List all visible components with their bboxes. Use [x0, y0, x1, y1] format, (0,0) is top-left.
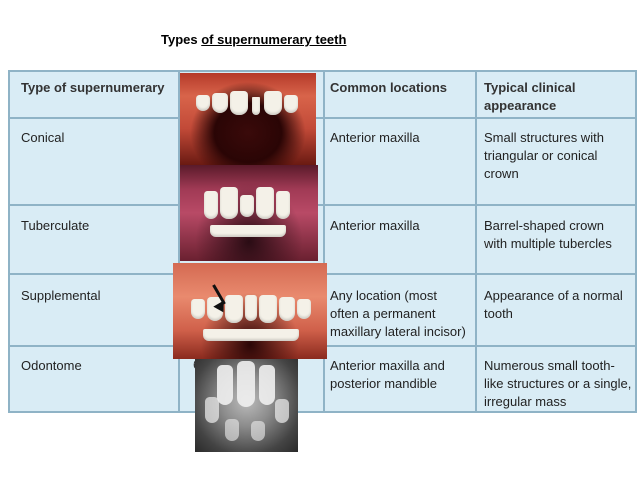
tooth-shape: [297, 299, 311, 319]
column-divider: [178, 72, 180, 411]
header-locations: Common locations: [330, 80, 448, 95]
row-conical-type: Conical: [21, 130, 65, 145]
header-appearance: Typical clinical appearance: [484, 80, 576, 113]
row-tuberculate-locations: Anterior maxilla: [330, 218, 420, 233]
xray-tooth-shape: [237, 361, 255, 407]
tooth-shape: [191, 299, 205, 319]
tooth-shape: [230, 91, 248, 115]
column-divider: [323, 72, 325, 411]
row-odontome-type: Odontome: [21, 358, 82, 373]
tooth-shape: [256, 187, 274, 219]
row-supplemental-appearance: Appearance of a normal tooth: [484, 288, 623, 321]
supplemental-teeth-photo: [173, 263, 327, 359]
title-prefix: Types: [161, 32, 202, 47]
conical-tooth-shape: [252, 97, 260, 115]
tooth-shape: [279, 297, 295, 321]
odontome-xray-photo: [195, 359, 298, 452]
page-title: Types of supernumerary teeth: [161, 32, 346, 47]
tooth-shape: [284, 95, 298, 113]
row-tuberculate-type: Tuberculate: [21, 218, 90, 233]
conical-teeth-photo: [180, 73, 316, 165]
row-odontome-appearance: Numerous small tooth- like structures or…: [484, 358, 632, 409]
xray-tooth-shape: [217, 365, 233, 405]
tooth-shape: [204, 191, 218, 219]
xray-tooth-shape: [275, 399, 289, 423]
row-supplemental-locations: Any location (most often a permanent max…: [330, 288, 466, 339]
tooth-shape: [196, 95, 210, 111]
tooth-shape: [220, 187, 238, 219]
lower-teeth-shape: [203, 329, 299, 341]
supernumerary-table: Type of supernumerary Common locations T…: [8, 70, 637, 413]
xray-tooth-shape: [205, 397, 219, 423]
title-underlined: of supernumerary teeth: [201, 32, 347, 47]
lower-teeth-shape: [210, 225, 286, 237]
supplemental-tooth-shape: [245, 295, 257, 321]
xray-tooth-shape: [251, 421, 265, 441]
tooth-shape: [225, 295, 243, 323]
row-divider: [10, 117, 635, 119]
tuberculate-tooth-shape: [240, 195, 254, 217]
row-conical-appearance: Small structures with triangular or coni…: [484, 130, 604, 181]
tuberculate-teeth-photo: [180, 165, 318, 261]
header-type: Type of supernumerary: [21, 80, 165, 95]
tooth-shape: [264, 91, 282, 115]
tooth-shape: [212, 93, 228, 113]
tooth-shape: [259, 295, 277, 323]
row-supplemental-type: Supplemental: [21, 288, 101, 303]
tooth-shape: [276, 191, 290, 219]
xray-tooth-shape: [259, 365, 275, 405]
row-conical-locations: Anterior maxilla: [330, 130, 420, 145]
row-tuberculate-appearance: Barrel-shaped crown with multiple tuberc…: [484, 218, 612, 251]
xray-tooth-shape: [225, 419, 239, 441]
tooth-shape: [207, 297, 223, 321]
row-divider: [10, 204, 635, 206]
row-odontome-locations: Anterior maxilla and posterior mandible: [330, 358, 445, 391]
column-divider: [475, 72, 477, 411]
